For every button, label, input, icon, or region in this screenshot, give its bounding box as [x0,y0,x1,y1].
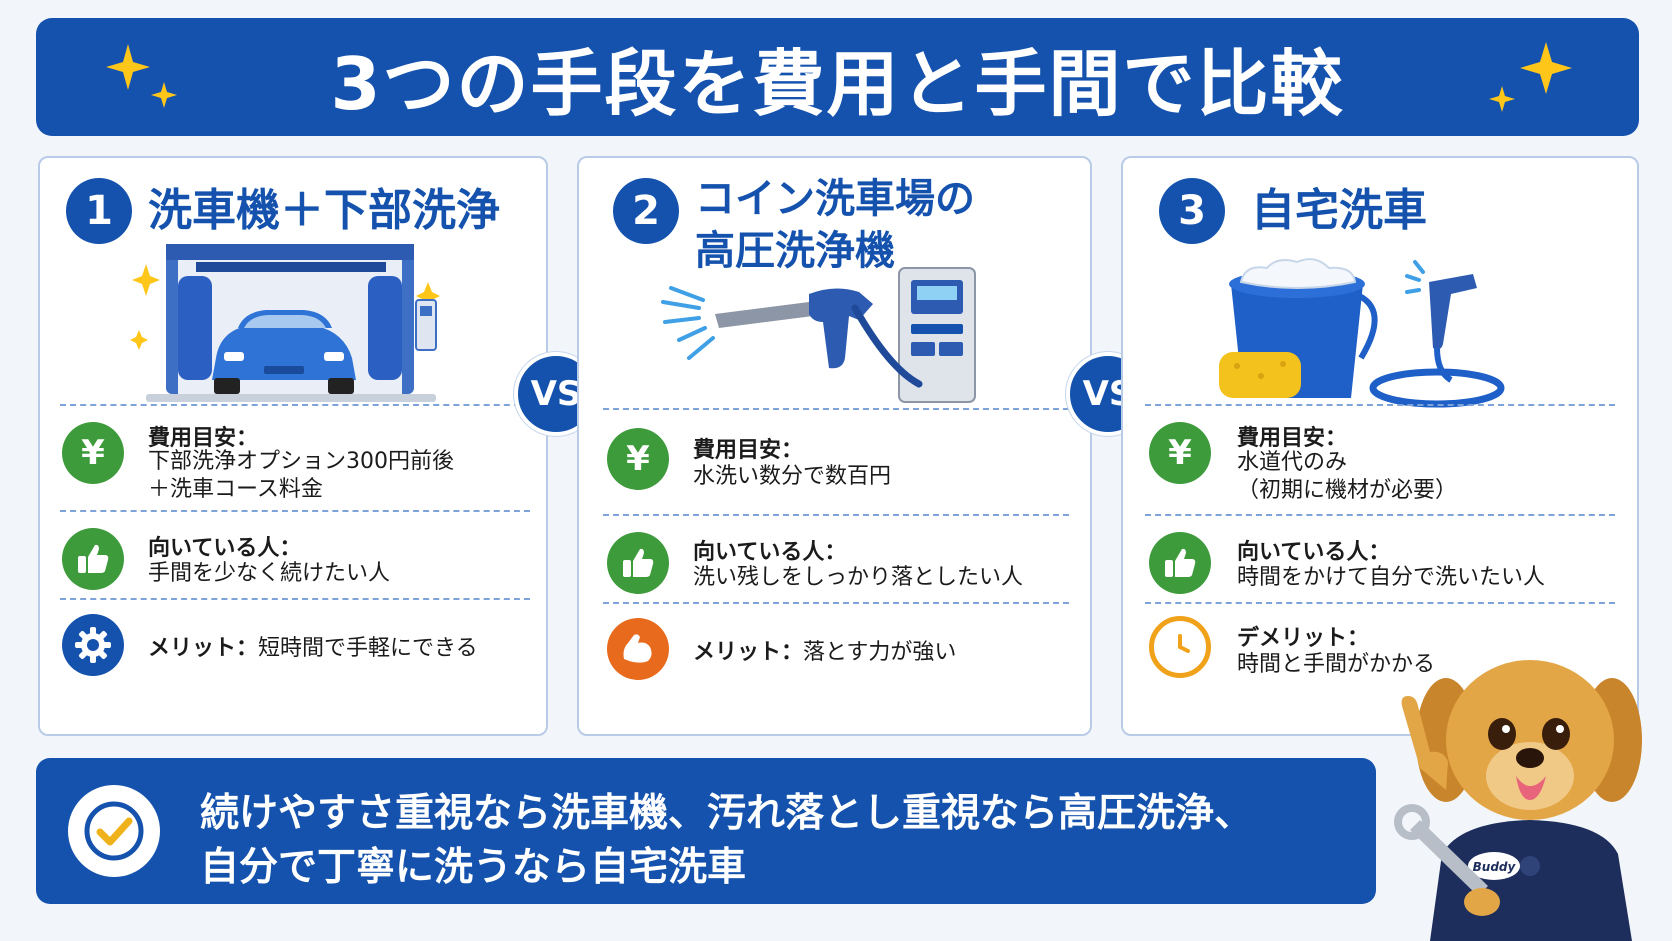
demerit-label: デメリット： [1237,626,1370,651]
merit-text: 短時間で手軽にできる [258,636,478,661]
mascot-badge-text: Buddy [1473,860,1517,874]
card-number-badge: 1 [66,178,132,244]
page-title: 3つの手段を費用と手間で比較 [330,41,1345,126]
card-number-badge: 2 [613,178,679,244]
cost-line-1: 下部洗浄オプション300円前後 [148,449,454,474]
check-icon [68,785,160,877]
divider [603,514,1069,516]
muscle-icon [607,618,669,680]
thumbs-up-icon [607,532,669,594]
suited-text: 洗い残しをしっかり落としたい人 [693,565,1024,590]
cost-line-2: （初期に機材が必要） [1237,478,1458,503]
divider [1145,404,1615,406]
thumbs-up-icon [1149,532,1211,594]
yen-icon: ¥ [62,422,124,484]
divider [60,598,530,600]
merit-row: メリット：短時間で手軽にできる [148,630,478,662]
sparkle-icon [106,44,177,108]
sparkle-icon [1489,42,1572,112]
divider [1145,514,1615,516]
dog-mascot-illustration: Buddy [1394,660,1642,941]
summary-line-1: 続けやすさ重視なら洗車機、汚れ落とし重視なら高圧洗浄、 [200,791,1254,836]
card-title: 洗車機＋下部洗浄 [148,185,500,236]
yen-icon: ¥ [607,428,669,490]
suited-label: 向いている人： [1237,540,1391,565]
header-banner: 3つの手段を費用と手間で比較 [36,18,1639,136]
divider [60,510,530,512]
suited-label: 向いている人： [693,540,847,565]
suited-label: 向いている人： [148,536,302,561]
card-title: 自宅洗車 [1251,185,1427,236]
demerit-text: 時間と手間がかかる [1237,652,1436,677]
merit-label: メリット： [148,636,259,661]
summary-banner: 続けやすさ重視なら洗車機、汚れ落とし重視なら高圧洗浄、 自分で丁寧に洗うなら自宅… [36,758,1376,904]
cost-label: 費用目安： [693,438,804,463]
suited-text: 時間をかけて自分で洗いたい人 [1237,565,1546,590]
card-coin-pressure-washer: 2 コイン洗車場の 高圧洗浄機 ¥ 費用目安： 水洗い数分で数百円 向いている人… [577,156,1092,736]
yen-icon: ¥ [1149,422,1211,484]
summary-line-2: 自分で丁寧に洗うなら自宅洗車 [200,845,747,890]
cost-label: 費用目安： [1237,426,1348,451]
suited-text: 手間を少なく続けたい人 [148,561,391,586]
cost-line-2: ＋洗車コース料金 [148,477,323,502]
divider [603,408,1069,410]
bucket-sponge-hose-illustration [1219,258,1505,408]
card-number-badge: 3 [1159,178,1225,244]
clock-icon [1149,616,1211,678]
divider [1145,602,1615,604]
merit-text: 落とす力が強い [803,640,957,665]
card-home-wash: 3 自宅洗車 ¥ 費用目安： 水道代のみ （初期に機材が必要） 向いている人： … [1121,156,1639,736]
card-title-line-1: コイン洗車場の [695,176,975,222]
merit-label: メリット： [693,640,804,665]
divider [60,404,530,406]
card-car-wash-machine: 1 洗車機＋下部洗浄 ¥ 費用目安： 下部洗浄オプション300円前後 ＋洗車コー… [38,156,548,736]
divider [603,602,1069,604]
cost-line-1: 水洗い数分で数百円 [693,464,892,489]
car-wash-machine-illustration [130,244,440,402]
card-title-line-2: 高圧洗浄機 [695,228,895,274]
cost-line-1: 水道代のみ [1237,450,1348,475]
merit-row: メリット：落とす力が強い [693,634,956,666]
cost-label: 費用目安： [148,426,259,451]
gear-icon [62,614,124,676]
pressure-washer-illustration [661,267,976,403]
thumbs-up-icon [62,528,124,590]
